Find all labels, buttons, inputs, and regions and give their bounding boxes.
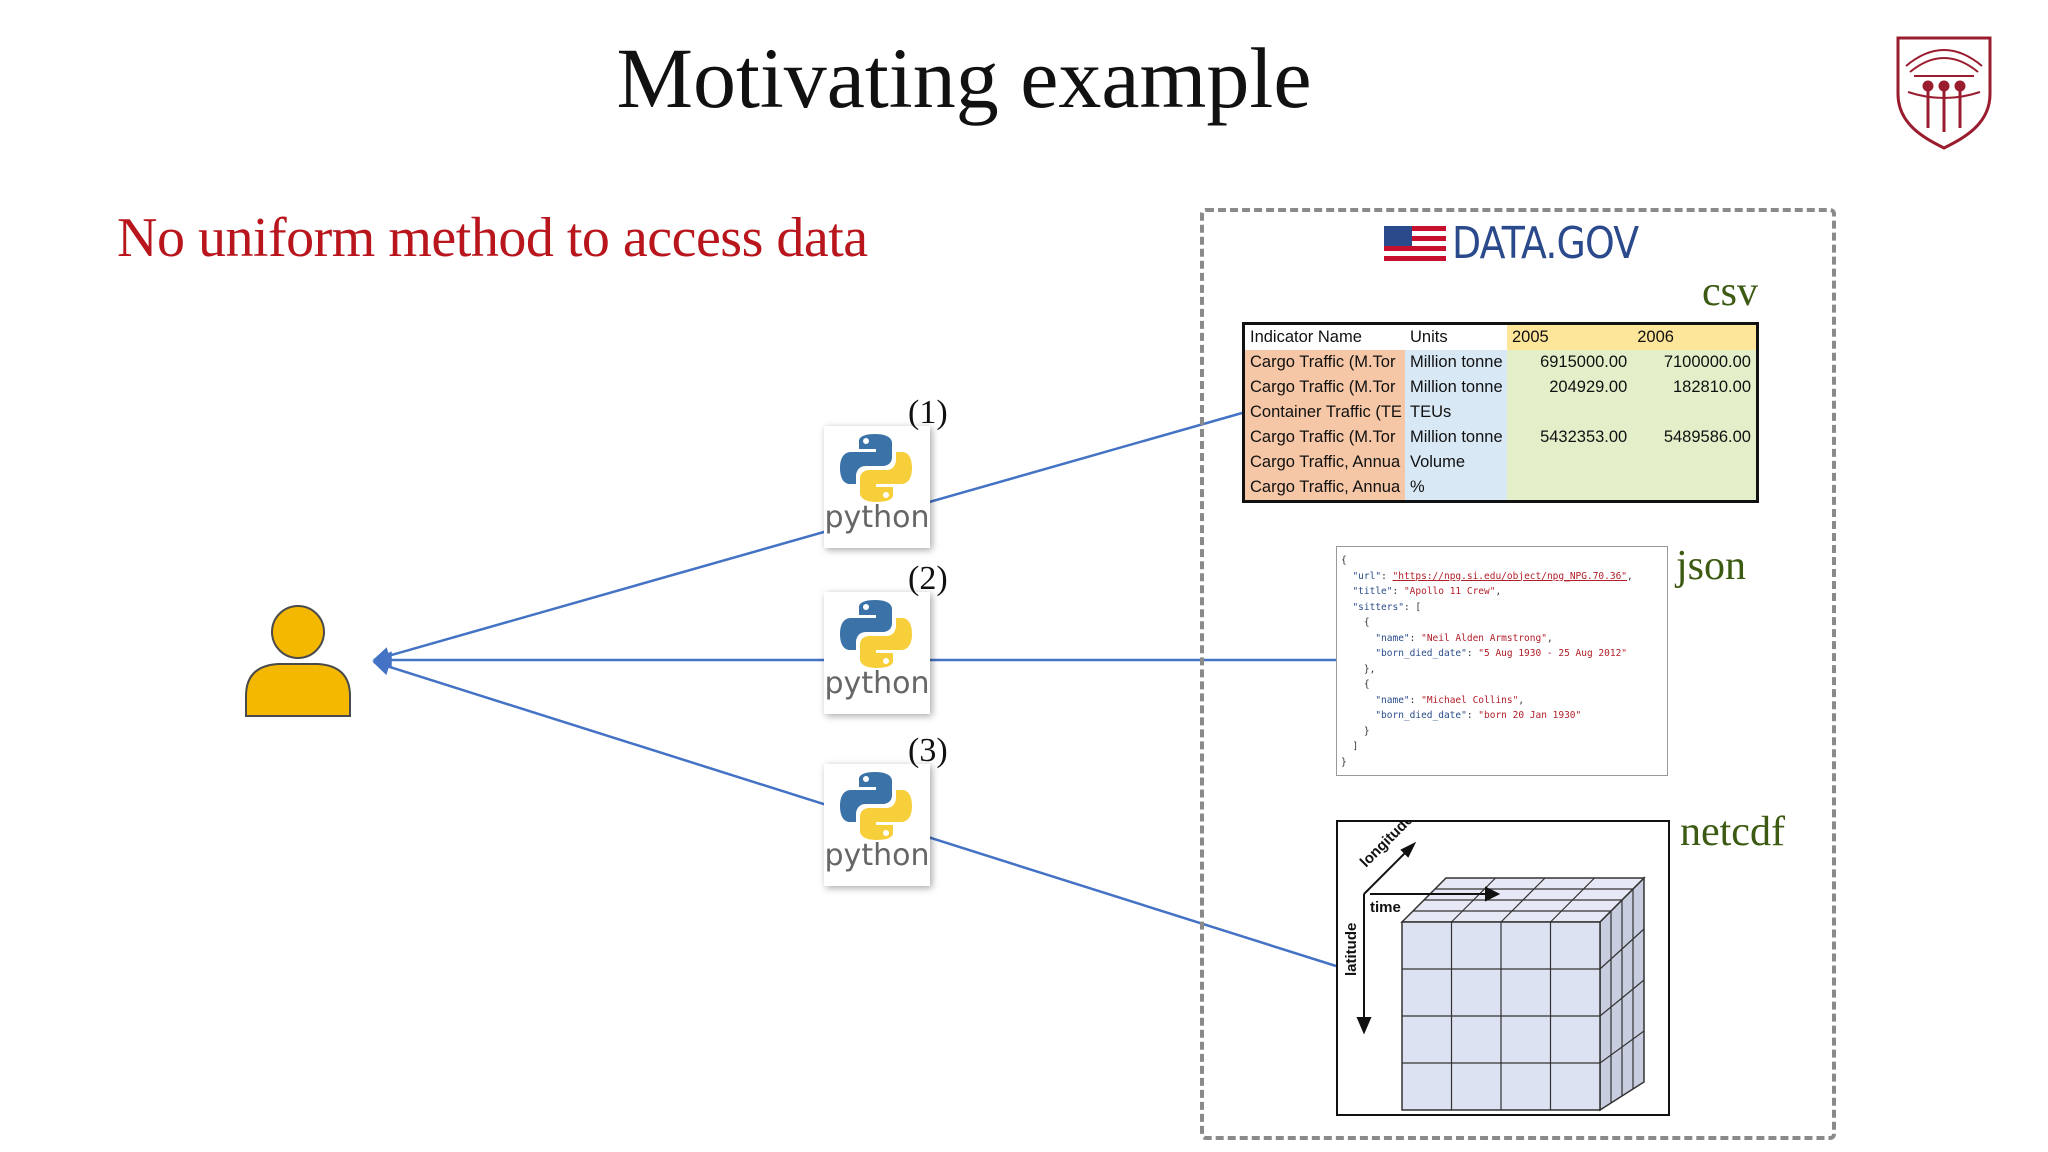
json-key: "born_died_date"	[1375, 648, 1467, 659]
csv-table: Indicator Name Units 2005 2006 Cargo Tra…	[1242, 322, 1759, 503]
json-key: "name"	[1375, 632, 1410, 644]
netcdf-figure: longitude time latitude	[1336, 811, 1670, 1116]
json-key: "sitters"	[1352, 601, 1404, 613]
json-value: "5 Aug 1930 - 25 Aug 2012"	[1478, 648, 1628, 659]
json-key: "born_died_date"	[1375, 710, 1467, 721]
csv-header-cell: 2006	[1632, 323, 1758, 350]
csv-cell: %	[1405, 475, 1507, 502]
python-card-2: python	[824, 592, 930, 714]
csv-header-cell: Units	[1405, 323, 1507, 350]
csv-cell: Cargo Traffic (M.Tor	[1243, 425, 1405, 450]
cube-label-time: time	[1370, 899, 1401, 916]
csv-cell: Volume	[1405, 450, 1507, 475]
csv-cell	[1632, 475, 1758, 502]
csv-cell: Cargo Traffic (M.Tor	[1243, 350, 1405, 375]
step-number-2: (2)	[908, 560, 948, 597]
data-gov-label: DATA.GOV	[1452, 218, 1639, 269]
format-label-json: json	[1676, 543, 1747, 589]
csv-row: Cargo Traffic (M.Tor Million tonne 69150…	[1243, 350, 1758, 375]
us-flag-icon	[1384, 226, 1446, 266]
format-label-netcdf: netcdf	[1680, 809, 1785, 855]
csv-header-cell: Indicator Name	[1243, 323, 1405, 350]
csv-row: Container Traffic (TE TEUs	[1243, 400, 1758, 425]
csv-header-cell: 2005	[1507, 323, 1633, 350]
csv-cell	[1507, 400, 1633, 425]
csv-row: Cargo Traffic, Annua %	[1243, 475, 1758, 502]
csv-cell: 5432353.00	[1507, 425, 1633, 450]
data-cube-icon: longitude time latitude	[1343, 811, 1646, 1112]
json-value: "Apollo 11 Crew"	[1403, 586, 1496, 597]
json-value: "https://npg.si.edu/object/npg_NPG.70.36…	[1392, 570, 1628, 582]
csv-cell	[1507, 475, 1633, 502]
json-snippet: { "url": "https://npg.si.edu/object/npg_…	[1336, 546, 1668, 776]
json-value: "born 20 Jan 1930"	[1478, 710, 1582, 721]
python-card-3: python	[824, 764, 930, 886]
csv-cell: 182810.00	[1632, 375, 1758, 400]
csv-cell: Million tonne	[1405, 425, 1507, 450]
person-icon	[245, 605, 351, 717]
python-label: python	[824, 666, 930, 701]
csv-cell: Million tonne	[1405, 350, 1507, 375]
csv-cell: 204929.00	[1507, 375, 1633, 400]
step-number-3: (3)	[908, 732, 948, 769]
csv-row: Cargo Traffic, Annua Volume	[1243, 450, 1758, 475]
csv-cell: 5489586.00	[1632, 425, 1758, 450]
csv-header-row: Indicator Name Units 2005 2006	[1243, 323, 1758, 350]
slide-title: Motivating example	[616, 30, 1312, 126]
python-label: python	[824, 838, 930, 873]
python-logo-icon	[840, 600, 912, 668]
json-key: "name"	[1375, 694, 1410, 706]
csv-row: Cargo Traffic (M.Tor Million tonne 20492…	[1243, 375, 1758, 400]
csv-cell: Cargo Traffic, Annua	[1243, 450, 1405, 475]
cube-label-latitude: latitude	[1343, 923, 1360, 976]
usc-seal-icon	[1896, 36, 1992, 150]
arrow-csv	[372, 411, 1243, 665]
csv-row: Cargo Traffic (M.Tor Million tonne 54323…	[1243, 425, 1758, 450]
data-gov-container	[1200, 208, 1836, 1140]
python-logo-icon	[840, 772, 912, 840]
csv-cell	[1507, 450, 1633, 475]
json-value: "Neil Alden Armstrong"	[1421, 632, 1547, 644]
csv-cell: Cargo Traffic (M.Tor	[1243, 375, 1405, 400]
csv-cell	[1632, 400, 1758, 425]
json-value: "Michael Collins"	[1421, 694, 1519, 706]
slide-subtitle: No uniform method to access data	[117, 207, 868, 269]
csv-cell: Million tonne	[1405, 375, 1507, 400]
format-label-csv: csv	[1702, 269, 1758, 315]
python-logo-icon	[840, 434, 912, 502]
csv-cell: 7100000.00	[1632, 350, 1758, 375]
csv-cell: 6915000.00	[1507, 350, 1633, 375]
json-key: "title"	[1352, 586, 1393, 597]
json-key: "url"	[1352, 570, 1382, 582]
python-card-1: python	[824, 426, 930, 548]
csv-cell: Container Traffic (TE	[1243, 400, 1405, 425]
python-label: python	[824, 500, 930, 535]
csv-cell: TEUs	[1405, 400, 1507, 425]
csv-cell: Cargo Traffic, Annua	[1243, 475, 1405, 502]
step-number-1: (1)	[908, 394, 948, 431]
csv-cell	[1632, 450, 1758, 475]
